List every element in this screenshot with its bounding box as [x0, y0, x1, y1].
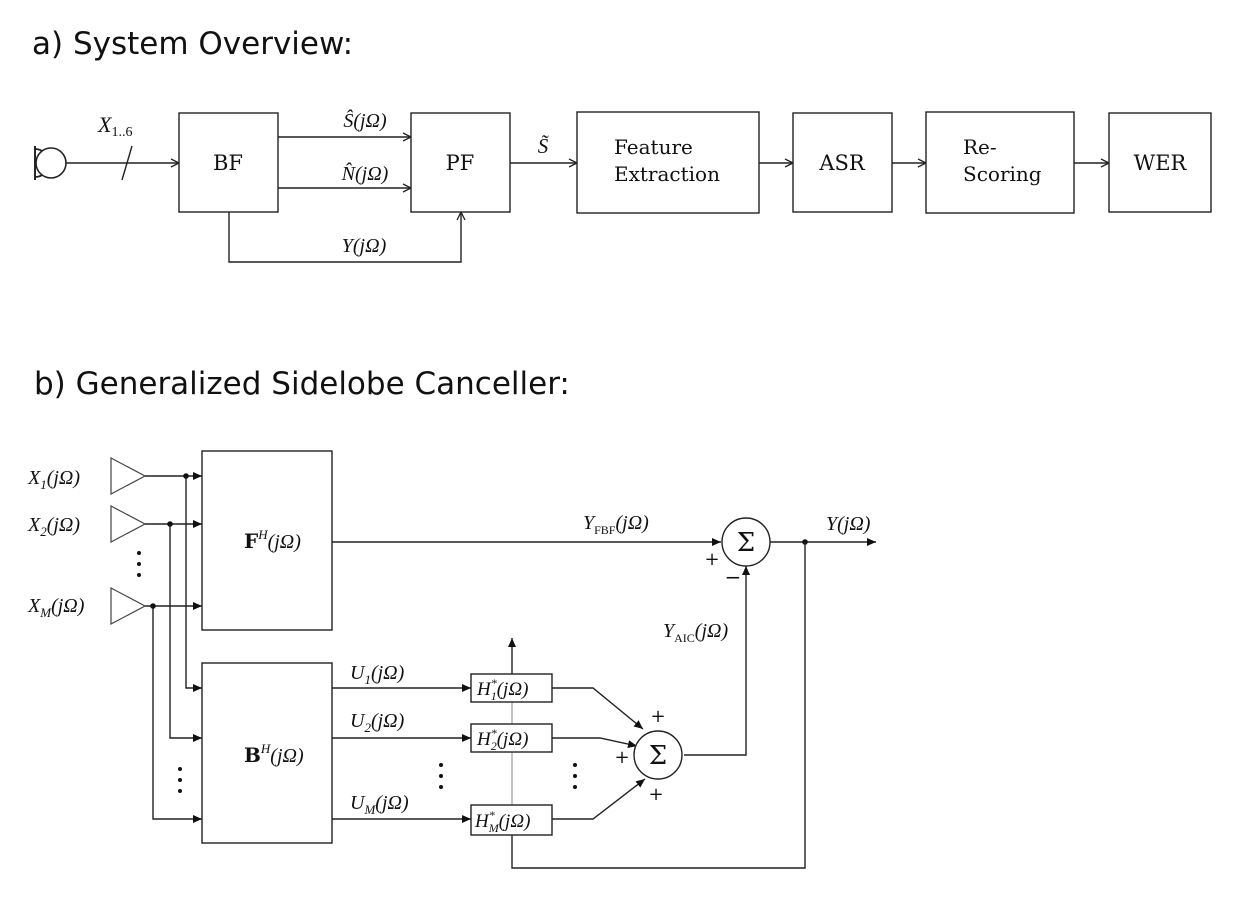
u2-label: U2(jΩ): [350, 710, 405, 735]
fixed-beamformer-label: FH(jΩ): [244, 527, 301, 553]
output-sum-symbol: Σ: [737, 528, 755, 558]
section-title-gsc: b) Generalized Sidelobe Canceller:: [34, 366, 570, 402]
u1-label: U1(jΩ): [350, 662, 405, 687]
y-fbf-label: YFBF(jΩ): [583, 512, 649, 537]
y-aic-wire: [684, 566, 750, 756]
n-hat-label: N̂(jΩ): [341, 162, 389, 185]
sensor-triangle-icon-1: [110, 457, 147, 495]
asr-label: ASR: [818, 151, 866, 175]
output-sum-minus-sign: −: [725, 565, 742, 589]
x1-to-blocking-wire: [185, 476, 202, 692]
y-feedback-wire: [228, 212, 461, 263]
junction-dot-x2: [167, 521, 173, 527]
filter-output-ellipsis: [573, 763, 577, 789]
microphone-icon: [34, 146, 67, 180]
aic-sum-plus-sign-bottom: +: [648, 784, 663, 805]
wer-block: [1108, 112, 1212, 213]
filter-hm-block: [470, 804, 553, 836]
rescoring-block: [925, 111, 1075, 214]
filter-h2-label: H*2(jΩ): [476, 726, 528, 753]
um-label: UM(jΩ): [350, 792, 409, 817]
u-signal-ellipsis: [439, 763, 443, 789]
filter-h2-block: [470, 723, 553, 753]
feature-extraction-label-line1: Feature: [614, 135, 693, 159]
bf-block: [178, 112, 279, 213]
asr-block: [792, 112, 893, 213]
input-label-xm: XM(jΩ): [27, 595, 85, 620]
input-label: X1..6: [97, 112, 132, 140]
blocking-input-ellipsis: [178, 767, 182, 793]
junction-dot-x1: [183, 473, 189, 479]
blocking-matrix-label: BH(jΩ): [244, 741, 304, 767]
s-tilde-label: S̃: [538, 134, 550, 158]
output-feedback-wire: [511, 542, 806, 869]
aic-sum-plus-sign-left: +: [614, 747, 629, 768]
output-sum-plus-sign: +: [704, 549, 719, 570]
bf-label: BF: [213, 151, 243, 175]
blocking-matrix-block: [201, 662, 333, 844]
filter-h1-label: H*1(jΩ): [476, 676, 528, 703]
y-aic-label: YAIC(jΩ): [663, 620, 728, 645]
input-label-x1: X1(jΩ): [27, 467, 80, 492]
feature-extraction-block: [576, 111, 760, 214]
output-label: Y(jΩ): [826, 513, 871, 535]
sensor-triangle-icon-m: [110, 587, 147, 625]
sensor-triangle-icon-2: [110, 505, 147, 543]
gsc-diagram: X1(jΩ) X2(jΩ) XM(jΩ): [27, 450, 876, 869]
h1-to-sum-wire: [552, 687, 644, 730]
section-title-system-overview: a) System Overview:: [32, 26, 354, 62]
wer-label: WER: [1134, 151, 1188, 175]
rescoring-label-line1: Re-: [963, 135, 997, 159]
x2-to-blocking-wire: [169, 524, 202, 742]
s-hat-label: Ŝ(jΩ): [343, 108, 387, 132]
filter-h1-block: [470, 673, 553, 703]
aic-sum-plus-sign-top: +: [650, 706, 665, 727]
fixed-beamformer-block: [201, 450, 333, 631]
junction-dot-xm: [150, 603, 156, 609]
pf-label: PF: [446, 151, 475, 175]
pf-block: [410, 112, 511, 213]
hm-to-sum-wire: [552, 778, 646, 820]
y-label: Y(jΩ): [342, 235, 387, 257]
rescoring-label-line2: Scoring: [963, 162, 1042, 186]
h2-to-sum-wire: [552, 737, 638, 749]
aic-sum-symbol: Σ: [649, 741, 667, 771]
system-overview-diagram: X1..6 BF Ŝ(jΩ) N̂(jΩ) Y(jΩ) PF S̃ Featur…: [34, 108, 1212, 263]
sensor-ellipsis: [137, 551, 141, 577]
bus-slash: [121, 145, 133, 181]
input-label-x2: X2(jΩ): [27, 514, 80, 539]
filter-hm-label: H*M(jΩ): [474, 808, 530, 835]
feature-extraction-label-line2: Extraction: [614, 162, 720, 186]
xm-to-blocking-wire: [152, 606, 202, 823]
aic-summation-node: [633, 730, 683, 780]
